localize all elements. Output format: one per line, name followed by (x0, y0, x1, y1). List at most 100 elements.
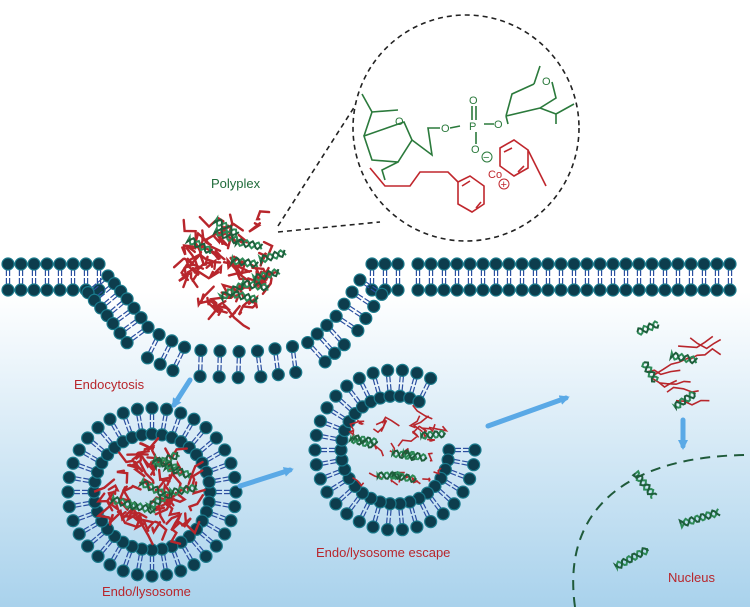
membrane-lipid-outer (463, 257, 477, 276)
lipid-head (463, 257, 477, 271)
lipid-head (554, 283, 568, 297)
label-cobalt: Co (488, 169, 502, 181)
vesicle-lipid-outer (62, 470, 82, 485)
lipid-head (66, 514, 80, 528)
polyplex-cell-surface (172, 210, 287, 330)
polyplex-endolysosome (93, 437, 206, 546)
membrane-lipid-outer (411, 257, 425, 276)
left-sugar-ring (362, 109, 413, 163)
label-link-o-left: O (441, 123, 450, 135)
membrane-lipid-outer (450, 257, 464, 276)
lipid-head (254, 370, 268, 384)
free-polymer (689, 337, 722, 350)
polymer-chain (157, 468, 173, 482)
lipid-head (710, 283, 724, 297)
polymer-chain (116, 469, 129, 484)
polymer-chain (220, 283, 240, 294)
membrane-lipid-inner (606, 278, 620, 297)
lipid-head (72, 443, 86, 457)
process-arrows (171, 377, 688, 489)
membrane-lipid-outer (606, 257, 620, 276)
lipid-head (228, 470, 242, 485)
lipid-head (199, 421, 213, 435)
vesicle-lipid-outer (103, 553, 118, 572)
lipid-head (411, 257, 425, 271)
lipid-head (165, 334, 179, 348)
polymer-chain (131, 449, 146, 461)
lipid-head (320, 401, 334, 415)
vesicle-lipid-outer (381, 517, 395, 537)
pit-lipid-inner (254, 364, 268, 384)
lipid-head (375, 287, 389, 301)
escaping-vesicle (308, 363, 482, 537)
polymer-chain (187, 494, 204, 512)
membrane-lipid-inner (723, 278, 737, 297)
vesicle-lipid-outer (213, 443, 232, 458)
lipid-head (366, 366, 380, 380)
pit-lipid-inner (140, 346, 155, 365)
lipid-head (250, 344, 265, 358)
lipid-head (320, 318, 334, 332)
label-endocytosis: Endocytosis (74, 377, 145, 392)
vesicle-lipid-outer (461, 458, 481, 472)
polymer-chain (186, 244, 197, 254)
pit-lipid-outer (213, 344, 227, 364)
vesicle-lipid-outer (451, 483, 470, 499)
pit-lipid-outer (329, 309, 348, 325)
lipid-head (159, 402, 174, 416)
vesicle-lipid-inner (125, 425, 139, 445)
pit-lipid-outer (320, 318, 337, 336)
pit-lipid-outer (123, 301, 141, 318)
pit-lipid-outer (353, 273, 372, 289)
label-polyplex: Polyplex (211, 176, 261, 191)
lipid-head (697, 283, 711, 297)
vesicle-lipid-outer (62, 499, 82, 514)
lipid-head (697, 257, 711, 271)
vesicle-lipid-inner (145, 422, 159, 441)
lipid-head (134, 311, 148, 325)
lipid-head (515, 283, 529, 297)
membrane-lipid-inner (710, 278, 724, 297)
lipid-head (301, 335, 315, 350)
lipid-head (92, 257, 106, 271)
dna-strand (641, 361, 659, 383)
pit-lipid-inner (362, 297, 381, 313)
pit-lipid-outer (250, 344, 265, 364)
lipid-head (395, 523, 409, 537)
vesicle-lipid-outer (81, 536, 99, 553)
membrane-lipid-outer (671, 257, 685, 276)
lipid-head (14, 257, 28, 271)
lipid-head (308, 443, 322, 457)
lipid-head (580, 257, 594, 271)
pit-lipid-outer (130, 311, 148, 327)
vesicle-lipid-outer (61, 485, 80, 499)
membrane-lipid-outer (424, 257, 438, 276)
lipid-head (502, 283, 516, 297)
lipid-head (381, 523, 395, 537)
polymer-chain (165, 512, 183, 525)
vesicle-lipid-outer (213, 526, 232, 541)
lipid-head (619, 257, 633, 271)
lipid-head (174, 564, 188, 578)
membrane-lipid-inner (424, 278, 438, 297)
lipid-head (202, 475, 216, 489)
lipid-head (541, 283, 555, 297)
lipid-head (593, 283, 607, 297)
vesicle-lipid-outer (81, 431, 99, 448)
membrane-lipid-inner (567, 278, 581, 297)
vesicle-lipid-inner (155, 542, 169, 562)
lipid-head (467, 458, 481, 472)
dna-strand (109, 492, 139, 511)
vesicle-lipid-outer (352, 509, 367, 529)
polymer-chain (108, 512, 121, 526)
lipid-head (528, 257, 542, 271)
polymer-chain (198, 253, 222, 264)
membrane-lipid-outer (593, 257, 607, 276)
vesicle-lipid-outer (423, 509, 438, 529)
vesicle-lipid-inner (383, 497, 397, 516)
lipid-head (1, 283, 15, 297)
dna-strand (168, 483, 198, 500)
polymer-chain (372, 420, 388, 434)
